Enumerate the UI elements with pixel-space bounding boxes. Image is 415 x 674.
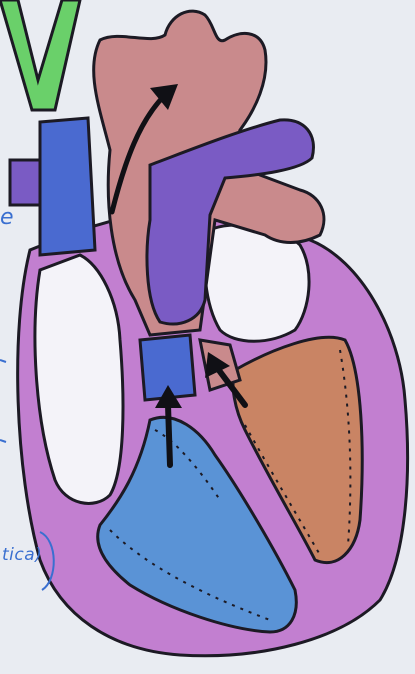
bottom-left-word-label: tica) xyxy=(2,545,42,565)
green-vessel xyxy=(0,0,80,110)
side-vessel-stub xyxy=(10,160,40,205)
superior-vena-cava xyxy=(40,118,95,255)
edge-letter-label: e xyxy=(0,205,14,230)
edge-tick-marks xyxy=(0,360,6,442)
